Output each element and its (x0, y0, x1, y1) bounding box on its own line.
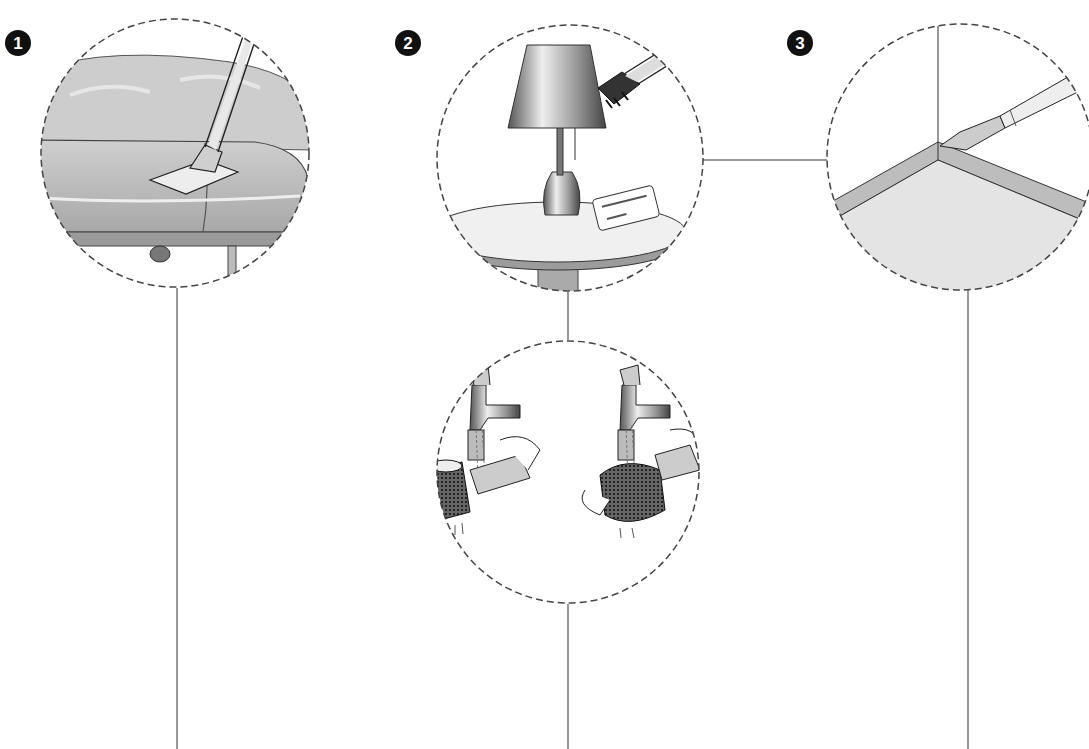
filter-washing-scene-part (430, 460, 462, 472)
filter-washing-scene-part (620, 528, 634, 538)
sofa-scene-part (38, 232, 313, 246)
leader-lines-part (968, 290, 969, 749)
leader-lines-part (177, 288, 178, 749)
table-scene-part (557, 125, 563, 175)
corner-scene-part (938, 20, 939, 148)
sofa-scene-part (150, 246, 170, 262)
table-scene-part (624, 20, 718, 84)
filter-washing-scene-part (620, 365, 640, 385)
dashed-frames-part (437, 25, 703, 291)
filter-washing-scene-part (620, 385, 670, 430)
table-scene-part-part (602, 196, 650, 220)
callout-number: 1 (5, 30, 31, 56)
callout-number: 3 (787, 30, 813, 56)
dashed-frames-part (827, 24, 1089, 290)
sofa-scene-part (190, 145, 222, 172)
sofa-scene-part (38, 140, 308, 232)
filter-washing-scene-part (600, 464, 665, 522)
corner-scene-part (1000, 62, 1089, 128)
table-scene-part (508, 45, 606, 128)
table-scene (430, 20, 718, 308)
corner-scene-part (938, 142, 939, 160)
sofa-scene (38, 10, 313, 276)
leader-lines (177, 160, 968, 749)
table-scene-part (575, 128, 576, 160)
filter-washing-scene-part (655, 445, 700, 480)
leader-lines-part (568, 604, 569, 749)
sofa-scene-part (205, 10, 264, 152)
filter-washing-scene-part (500, 437, 540, 470)
sofa-scene-part (38, 55, 312, 150)
callout-number: 2 (395, 30, 421, 56)
table-scene-part (544, 172, 580, 215)
table-scene-part-part (592, 185, 660, 231)
leader-lines-part (703, 160, 827, 161)
corner-scene-part (826, 160, 1089, 300)
corner-scene-part (940, 116, 1005, 150)
dashed-frames (41, 19, 1089, 603)
filter-washing-scene-part (455, 523, 463, 535)
filter-washing-scene-part (424, 490, 438, 501)
table-scene-part (592, 185, 660, 231)
table-scene-part (606, 92, 628, 108)
filter-washing-scene-part (470, 385, 520, 430)
corner-scene (826, 20, 1089, 300)
dashed-frames-part (437, 341, 699, 603)
sofa-scene-part (40, 196, 300, 201)
leader-lines-part (568, 292, 569, 340)
filter-washing-scene-part (582, 490, 610, 515)
dashed-frames-part (41, 19, 309, 287)
corner-scene-part (1010, 110, 1016, 126)
table-scene-part (625, 22, 716, 82)
filter-washing-scene-part (468, 430, 484, 460)
filter-washing-scene-part (618, 430, 634, 460)
sofa-scene-part (228, 246, 236, 276)
